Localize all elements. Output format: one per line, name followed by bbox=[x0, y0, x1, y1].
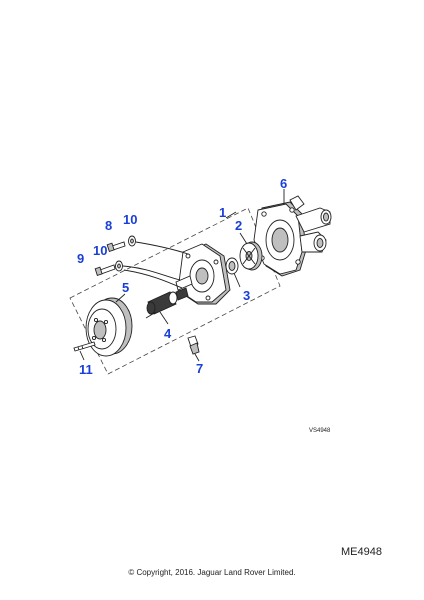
callout-9: 9 bbox=[77, 251, 84, 266]
callout-10-upper: 10 bbox=[123, 212, 137, 227]
pump-housing-part bbox=[253, 195, 332, 277]
seal-part bbox=[225, 257, 239, 275]
pulley-part bbox=[85, 297, 133, 357]
callout-3: 3 bbox=[243, 288, 250, 303]
vs-reference-code: VS4948 bbox=[309, 428, 331, 434]
me-reference-code: ME4948 bbox=[341, 546, 382, 558]
callout-1: 1 bbox=[219, 205, 226, 220]
callout-6: 6 bbox=[280, 176, 287, 191]
copyright-notice: © Copyright, 2016. Jaguar Land Rover Lim… bbox=[128, 568, 296, 577]
washer-10-lower-part bbox=[115, 260, 123, 272]
impeller-part bbox=[239, 241, 263, 271]
callout-4: 4 bbox=[164, 326, 172, 341]
callout-5: 5 bbox=[122, 280, 129, 295]
callout-2: 2 bbox=[235, 218, 242, 233]
callout-10-lower: 10 bbox=[93, 243, 107, 258]
pump-body-part bbox=[175, 243, 231, 305]
stud-part bbox=[73, 341, 96, 352]
callout-7: 7 bbox=[196, 361, 203, 376]
callout-8: 8 bbox=[105, 218, 112, 233]
leader-lines bbox=[79, 189, 285, 362]
guide-lines bbox=[122, 241, 189, 289]
callout-11: 11 bbox=[79, 362, 93, 377]
washer-10-upper-part bbox=[128, 235, 136, 247]
bearing-spindle-part bbox=[145, 287, 189, 319]
bolt-8-part bbox=[106, 241, 126, 252]
bolt-7-part bbox=[187, 335, 200, 355]
bolt-9-part bbox=[94, 264, 116, 276]
